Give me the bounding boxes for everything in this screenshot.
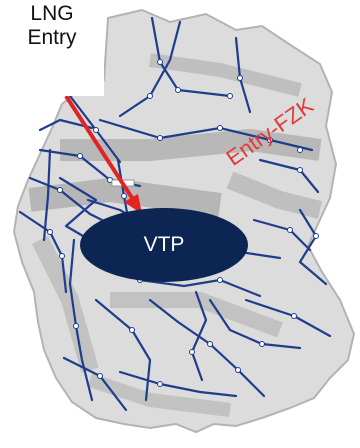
entry-arrow-head <box>124 194 142 214</box>
lng-entry-box: LNG Entry <box>0 0 104 96</box>
vtp-ellipse <box>80 208 248 282</box>
corridor-mid <box>28 177 222 217</box>
corridor-east <box>226 171 323 219</box>
corridor-west <box>31 235 99 373</box>
corridor-central <box>60 128 322 161</box>
lng-entry-line2: Entry <box>27 26 77 49</box>
entry-arrow-shaft <box>64 94 138 206</box>
lng-entry-line1: LNG <box>30 2 74 25</box>
corridor-north <box>149 53 302 97</box>
corridor-southwest <box>87 373 231 417</box>
